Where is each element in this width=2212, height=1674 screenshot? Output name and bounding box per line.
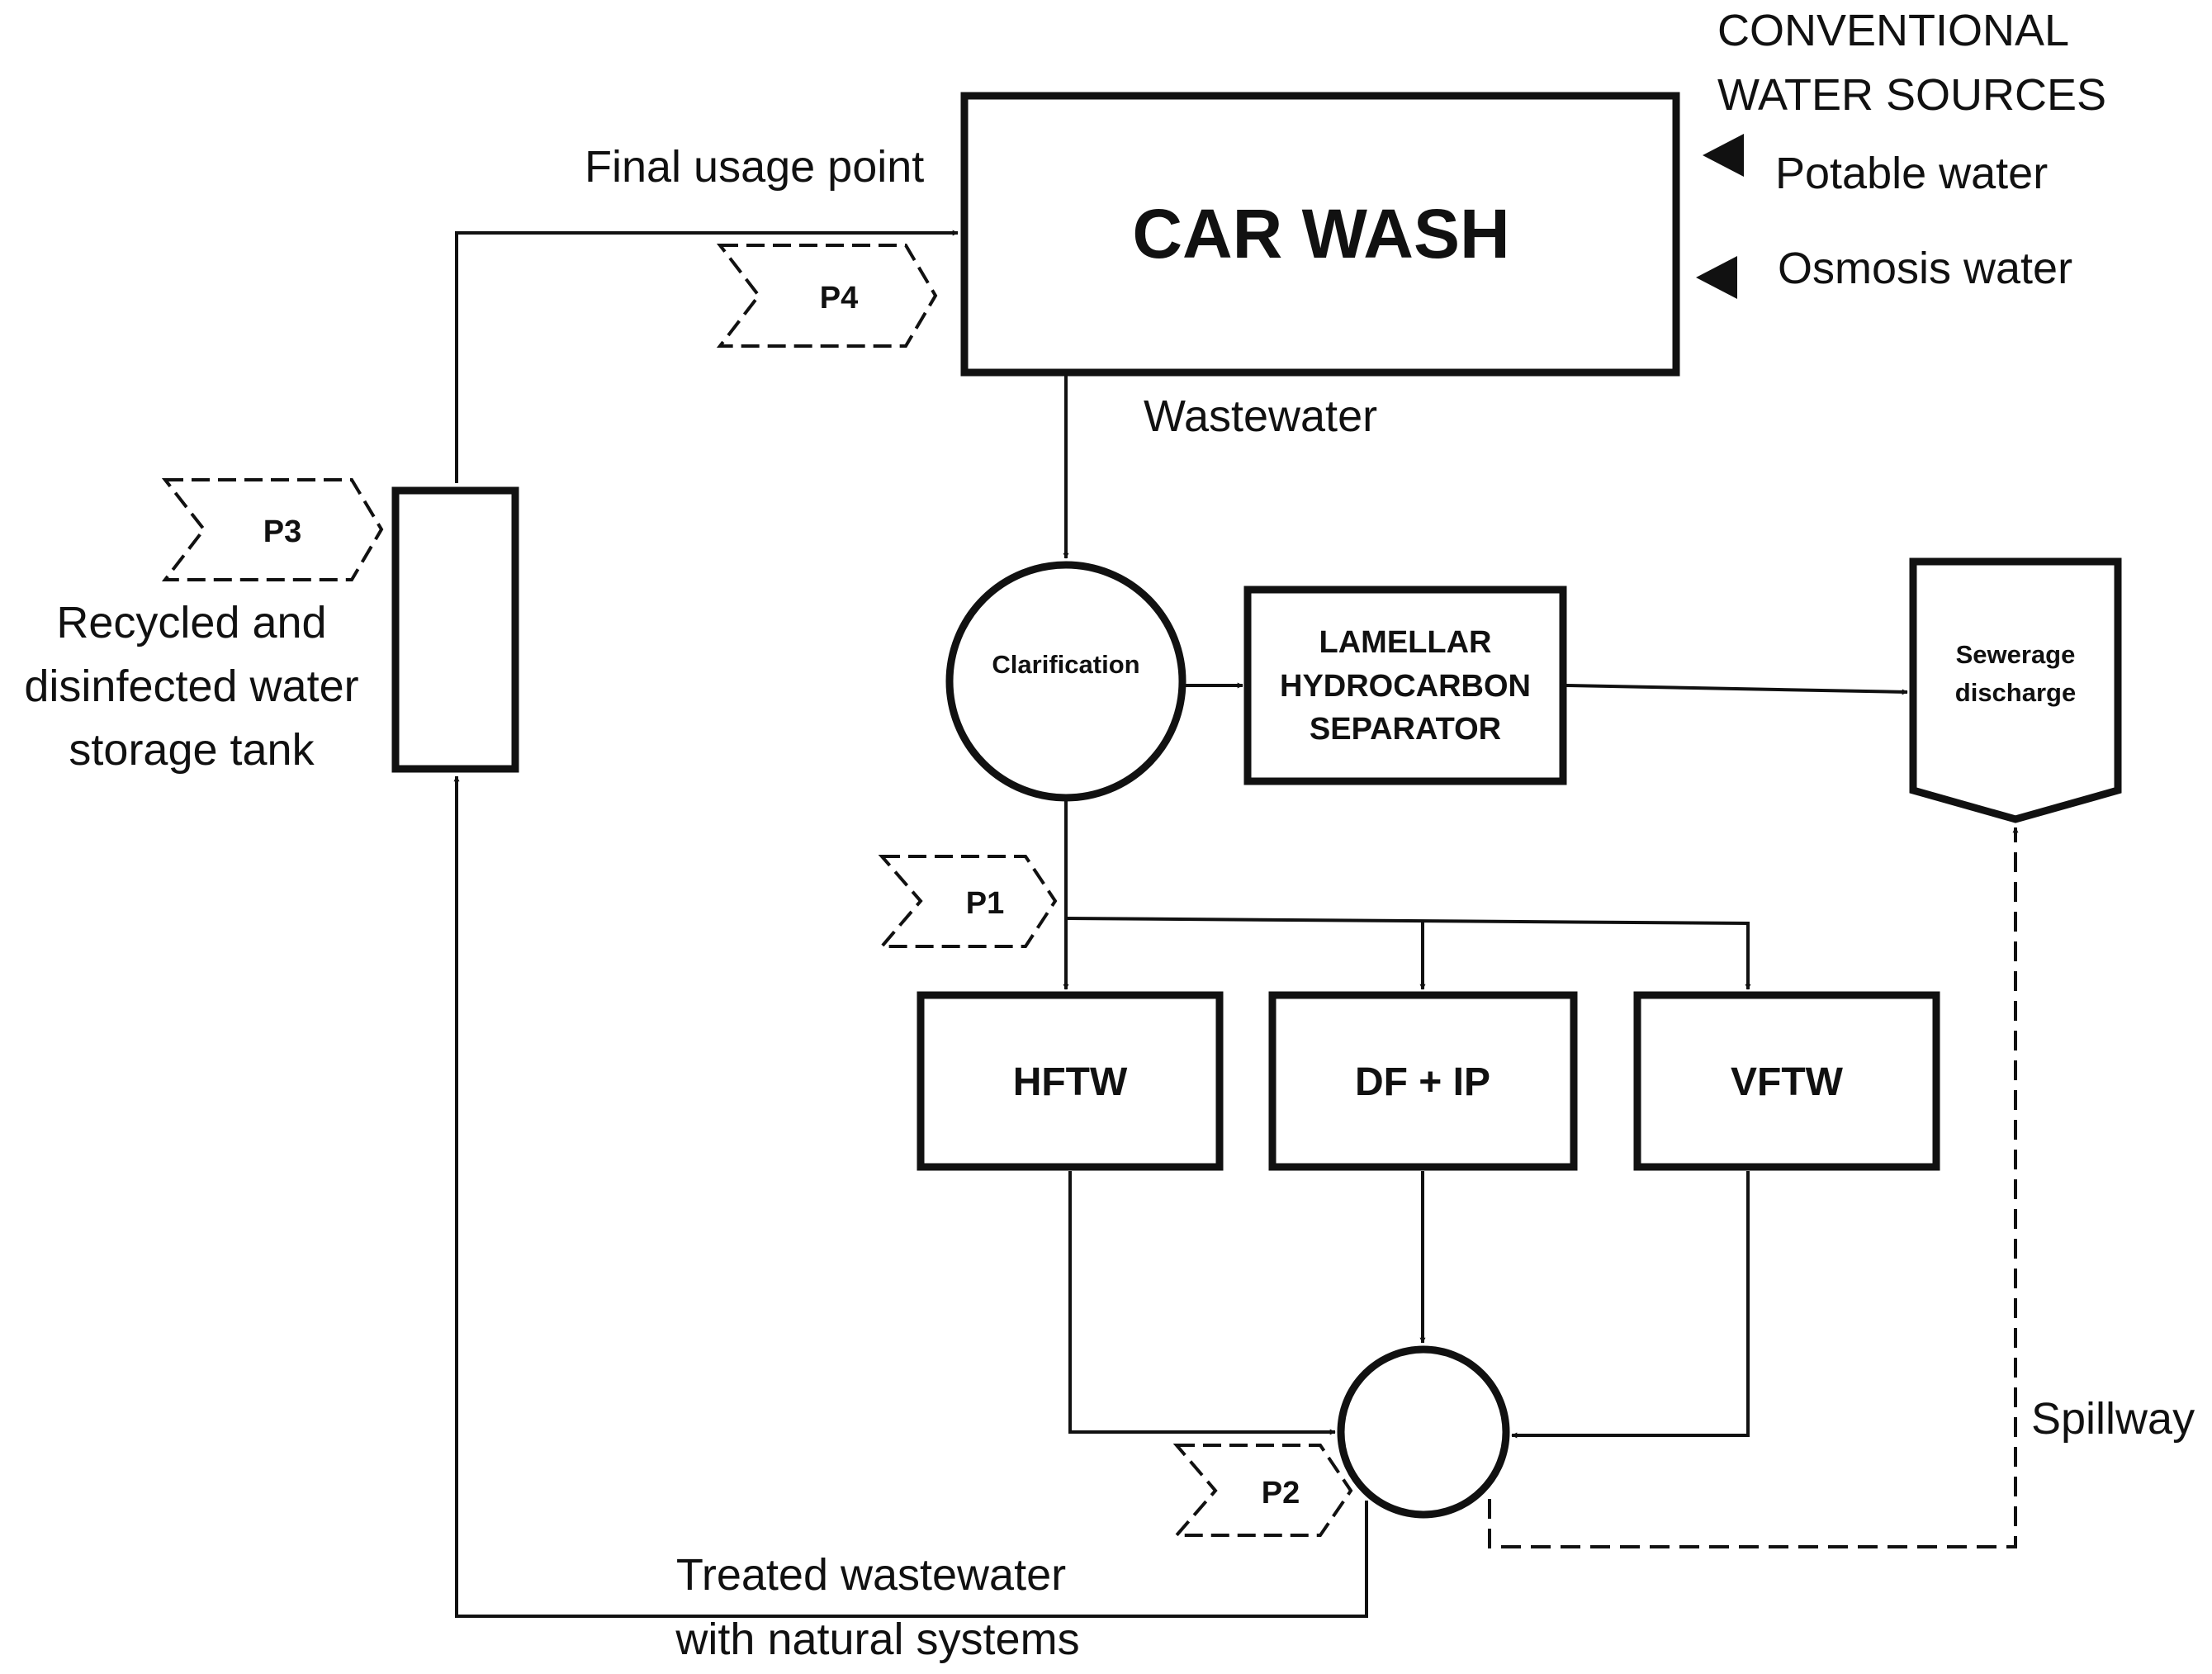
- clarification-label: Clarification: [992, 650, 1139, 679]
- sampling-point-p4-label: P4: [820, 281, 858, 315]
- flow-split-to-vftw: [1065, 917, 1751, 990]
- clarification-circle: [945, 561, 1187, 802]
- osmosis-water-arrow-icon: [1696, 256, 1737, 299]
- storage-tank-box: [391, 486, 519, 773]
- sewerage-label-line1: Sewerage: [1956, 640, 2076, 669]
- vftw-label: VFTW: [1731, 1060, 1844, 1104]
- hftw-box: [917, 991, 1224, 1171]
- treated-wastewater-label-line1: Treated wastewater: [676, 1550, 1066, 1600]
- collector-circle: [1337, 1345, 1510, 1519]
- vftw-box: [1633, 991, 1940, 1171]
- storage-tank-label-line1: Recycled and: [56, 598, 326, 647]
- conventional-sources-line1: CONVENTIONAL: [1717, 6, 2069, 55]
- lamellar-separator-box: [1243, 586, 1567, 785]
- dfip-label: DF + IP: [1355, 1060, 1490, 1104]
- flow-tank-to-carwash: [455, 230, 959, 483]
- potable-water-arrow-icon: [1703, 134, 1744, 177]
- car-wash-box: [960, 92, 1680, 377]
- conventional-sources-line2: WATER SOURCES: [1717, 70, 2106, 120]
- flow-collector-to-tank: [453, 775, 1368, 1618]
- treated-wastewater-label-line2: with natural systems: [675, 1615, 1079, 1664]
- sewerage-label-line2: discharge: [1955, 678, 2076, 707]
- wastewater-label: Wastewater: [1144, 391, 1377, 441]
- spillway-label: Spillway: [2031, 1394, 2195, 1444]
- sampling-point-p1-label: P1: [966, 886, 1004, 921]
- lamellar-label-line1: LAMELLAR: [1319, 625, 1492, 660]
- dfip-box: [1268, 991, 1578, 1171]
- flow-vftw-to-collector: [1511, 1171, 1750, 1439]
- sampling-point-p3: [161, 478, 384, 581]
- flow-hftw-to-collector: [1068, 1171, 1336, 1435]
- sampling-point-p2: [1172, 1444, 1353, 1537]
- final-usage-point-label: Final usage point: [585, 142, 924, 192]
- osmosis-water-label: Osmosis water: [1778, 244, 2072, 293]
- flow-separator-to-sewerage: [1565, 684, 1908, 695]
- sampling-point-p4: [716, 244, 938, 348]
- lamellar-label-line2: HYDROCARBON: [1280, 669, 1531, 704]
- potable-water-label: Potable water: [1775, 149, 2048, 198]
- sampling-point-p1: [878, 855, 1058, 948]
- storage-tank-label-line2: disinfected water: [24, 662, 358, 711]
- car-wash-label: CAR WASH: [1132, 195, 1509, 273]
- sampling-point-p3-label: P3: [263, 515, 301, 549]
- lamellar-label-line3: SEPARATOR: [1310, 712, 1501, 747]
- spillway-flow: [1488, 827, 2019, 1548]
- hftw-label: HFTW: [1013, 1060, 1128, 1104]
- sewerage-discharge-shape: [1909, 557, 2122, 823]
- storage-tank-label-line3: storage tank: [69, 725, 315, 775]
- sampling-point-p2-label: P2: [1262, 1476, 1300, 1510]
